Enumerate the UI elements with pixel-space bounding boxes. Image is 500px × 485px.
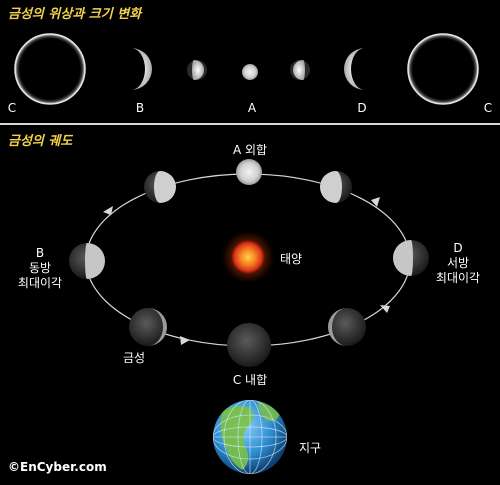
copyright: ©EnCyber.com bbox=[8, 460, 107, 474]
label-d-western: 서방 bbox=[446, 256, 470, 270]
label-b-elongation: 최대이각 bbox=[17, 276, 63, 290]
orbit-arrow bbox=[180, 336, 190, 345]
phase-c-right bbox=[407, 33, 479, 105]
phase-label: D bbox=[357, 101, 367, 115]
orbit-arrow bbox=[371, 197, 380, 207]
phase-label: A bbox=[247, 101, 257, 115]
phase-c-left bbox=[14, 33, 86, 105]
label-b-letter: B bbox=[35, 246, 45, 260]
venus-c-inferior bbox=[227, 323, 271, 367]
orbit-arrow bbox=[380, 305, 390, 313]
earth bbox=[213, 400, 287, 474]
phase-label: C bbox=[7, 101, 17, 115]
label-venus: 금성 bbox=[122, 351, 146, 365]
label-inferior-conjunction: C 내합 bbox=[232, 373, 268, 387]
phase-label: C bbox=[483, 101, 493, 115]
sun bbox=[222, 231, 274, 283]
phase-b-crescent bbox=[131, 48, 152, 90]
label-d-elongation: 최대이각 bbox=[435, 271, 481, 285]
label-earth: 지구 bbox=[298, 441, 322, 455]
label-b-eastern: 동방 bbox=[28, 261, 52, 275]
label-d-letter: D bbox=[453, 241, 463, 255]
venus-upper-left bbox=[144, 171, 176, 203]
phase-b-half bbox=[187, 60, 207, 80]
phase-d-crescent bbox=[344, 48, 365, 90]
venus-lower-right bbox=[328, 308, 366, 346]
phase-label: B bbox=[135, 101, 145, 115]
label-superior-conjunction: A 외합 bbox=[232, 143, 268, 157]
venus-lower-left bbox=[129, 308, 167, 346]
orbit-arrow bbox=[103, 206, 113, 215]
venus-a-superior bbox=[236, 159, 262, 185]
venus-b-greatest-elongation bbox=[69, 243, 105, 279]
phase-a-full bbox=[242, 64, 258, 80]
section-divider bbox=[0, 123, 500, 125]
venus-d-greatest-elongation bbox=[393, 240, 429, 276]
orbit-title: 금성의 궤도 bbox=[8, 134, 73, 149]
venus-upper-right bbox=[320, 171, 352, 203]
phases-title: 금성의 위상과 크기 변화 bbox=[8, 7, 142, 22]
phase-d-half bbox=[290, 60, 310, 80]
label-sun: 태양 bbox=[279, 252, 303, 266]
